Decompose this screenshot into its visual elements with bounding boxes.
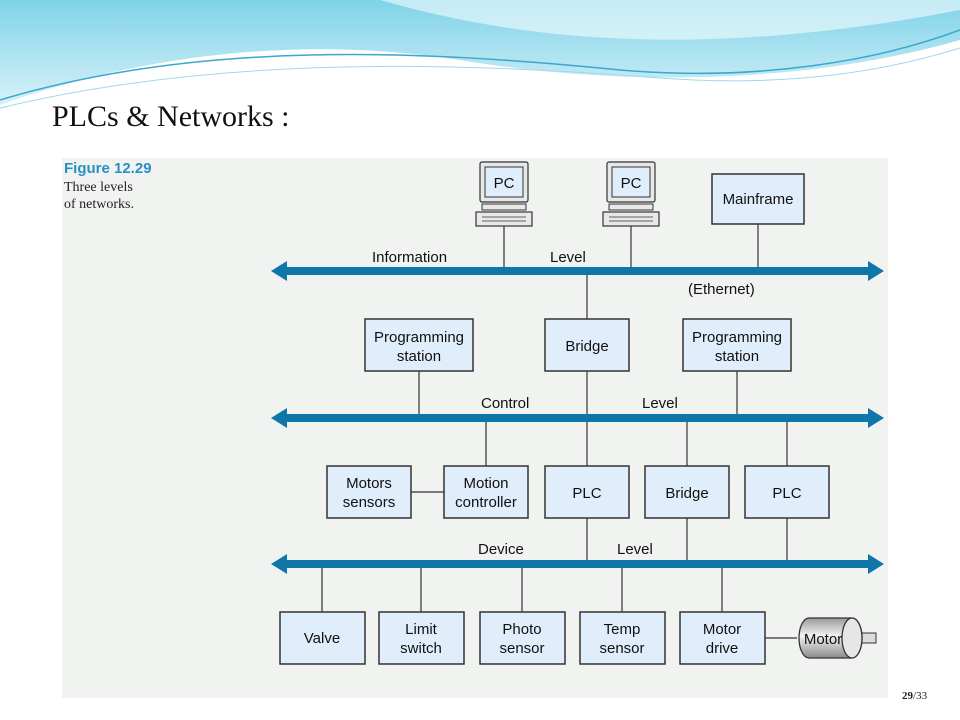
box-rect	[679, 611, 766, 665]
motor-label: Motor	[804, 631, 842, 648]
pc-base	[481, 203, 527, 211]
pc-keyboard	[602, 211, 660, 227]
motion-controller-box: Motion controller	[443, 465, 529, 519]
programming-station-box: Programming station	[682, 318, 792, 372]
bus-bar	[284, 560, 870, 568]
mainframe-box: Mainframe	[711, 173, 805, 225]
box-label: PLC	[772, 485, 801, 502]
box-rect	[378, 611, 465, 665]
box-rect	[744, 465, 830, 519]
bus-arrow-left	[271, 261, 287, 281]
box-label: Limit	[405, 621, 438, 638]
device-bus	[271, 554, 884, 574]
box-rect	[279, 611, 366, 665]
bridge-box: Bridge	[544, 318, 630, 372]
box-label: sensor	[599, 640, 644, 657]
box-rect	[479, 611, 566, 665]
box-rect	[326, 465, 412, 519]
box-rect	[682, 318, 792, 372]
box-label: sensors	[343, 494, 396, 511]
slide-number-current: 29	[902, 690, 913, 702]
information-bus	[271, 261, 884, 281]
box-rect	[364, 318, 474, 372]
header-wave-highlight	[380, 0, 960, 40]
device-level-label: Level	[617, 541, 653, 558]
box-label: sensor	[499, 640, 544, 657]
pc-base	[608, 203, 654, 211]
box-label: Temp	[604, 621, 641, 638]
bus-arrow-right	[868, 408, 884, 428]
box-label: Photo	[502, 621, 541, 638]
figure-caption: Figure 12.29 Three levels of networks.	[64, 160, 154, 214]
device-level-label: Device	[478, 541, 524, 558]
box-rect	[644, 465, 730, 519]
box-label: station	[397, 348, 441, 365]
box-rect	[544, 465, 630, 519]
bus-arrow-right	[868, 261, 884, 281]
box-label: controller	[455, 494, 517, 511]
pc-screen	[484, 166, 524, 198]
box-label: Motors	[346, 475, 392, 492]
box-rect	[711, 173, 805, 225]
control-level-label: Level	[642, 395, 678, 412]
box-label: Programming	[374, 329, 464, 346]
box-rect	[544, 318, 630, 372]
bus-arrow-left	[271, 554, 287, 574]
pc-screen	[611, 166, 651, 198]
bus-arrow-left	[271, 408, 287, 428]
plc-box: PLC	[744, 465, 830, 519]
slide-number-total: 33	[916, 690, 928, 702]
bridge-box: Bridge	[644, 465, 730, 519]
bus-arrow-right	[868, 554, 884, 574]
motor-endcap	[841, 617, 863, 659]
figure-caption-line: of networks.	[64, 197, 134, 213]
pc-computer-icon: PC	[475, 161, 533, 227]
box-label: Mainframe	[723, 191, 794, 208]
slide-number: 29/33	[902, 690, 928, 702]
header-wave-line	[0, 47, 960, 109]
pc-label: PC	[494, 175, 515, 192]
temp-sensor-box: Temp sensor	[579, 611, 666, 665]
figure-caption-line: Three levels	[64, 179, 133, 195]
connector-lines	[321, 224, 797, 639]
pc-label: PC	[621, 175, 642, 192]
motors-sensors-box: Motors sensors	[326, 465, 412, 519]
figure-panel	[62, 158, 888, 698]
valve-box: Valve	[279, 611, 366, 665]
pc-keyboard	[475, 211, 533, 227]
box-label: Motor	[703, 621, 741, 638]
box-label: station	[715, 348, 759, 365]
box-label: PLC	[572, 485, 601, 502]
header-wave-line	[0, 29, 960, 101]
box-label: Bridge	[665, 485, 708, 502]
pc-computer-icon: PC	[602, 161, 660, 227]
box-label: Bridge	[565, 338, 608, 355]
plc-box: PLC	[544, 465, 630, 519]
box-rect	[579, 611, 666, 665]
box-rect	[443, 465, 529, 519]
photo-sensor-box: Photo sensor	[479, 611, 566, 665]
programming-station-box: Programming station	[364, 318, 474, 372]
motor-icon: Motor	[798, 617, 877, 659]
motor-shaft	[861, 632, 877, 644]
limit-switch-box: Limit switch	[378, 611, 465, 665]
information-level-label: Level	[550, 249, 586, 266]
slide-title: PLCs & Networks :	[52, 100, 290, 133]
control-level-label: Control	[481, 395, 529, 412]
bus-bar	[284, 267, 870, 275]
figure-label: Figure 12.29	[64, 160, 152, 177]
ethernet-label: (Ethernet)	[688, 281, 755, 298]
control-bus	[271, 408, 884, 428]
box-label: Programming	[692, 329, 782, 346]
box-label: Valve	[304, 630, 340, 647]
box-label: Motion	[463, 475, 508, 492]
information-level-label: Information	[372, 249, 447, 266]
motor-drive-box: Motor drive	[679, 611, 766, 665]
box-label: switch	[400, 640, 442, 657]
bus-bar	[284, 414, 870, 422]
box-label: drive	[706, 640, 739, 657]
